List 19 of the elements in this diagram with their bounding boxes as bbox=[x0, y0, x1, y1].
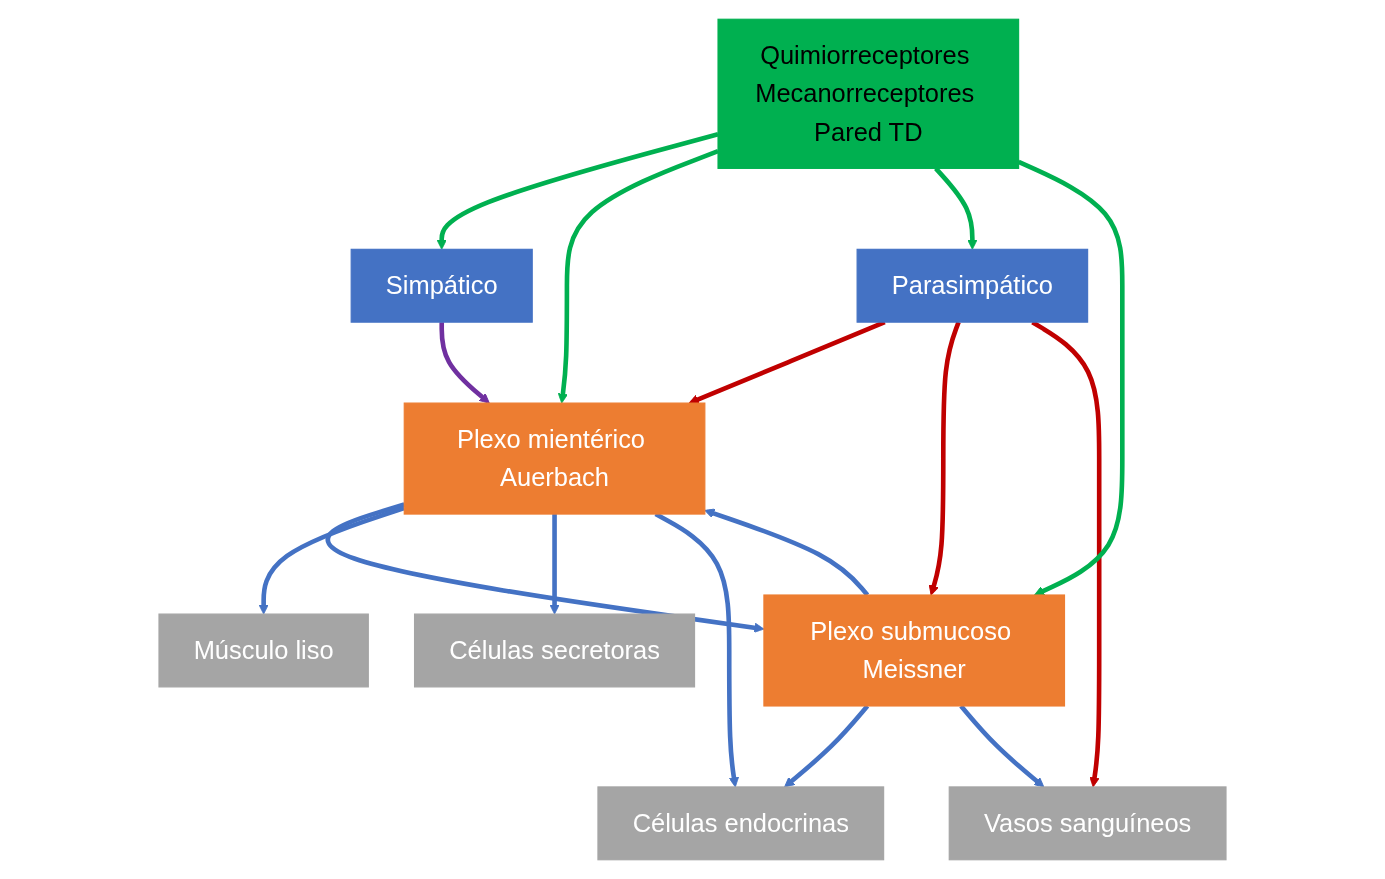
node-box: Células secretoras bbox=[413, 613, 696, 688]
arrow bbox=[959, 704, 1045, 788]
arrow bbox=[258, 505, 405, 615]
arrow bbox=[436, 132, 719, 250]
arrow bbox=[1017, 159, 1125, 596]
arrow bbox=[439, 322, 490, 404]
arrow bbox=[928, 321, 961, 596]
arrow bbox=[704, 508, 870, 597]
arrow bbox=[557, 149, 719, 404]
node-box: Quimiorreceptores Mecanorreceptores Pared TD bbox=[717, 18, 1020, 169]
arrow bbox=[549, 514, 560, 615]
node-box: Músculo liso bbox=[158, 613, 369, 688]
node-box: Vasos sanguíneos bbox=[948, 786, 1227, 861]
node-box: Plexo submucoso Meissner bbox=[763, 594, 1066, 707]
node-box: Plexo mientérico Auerbach bbox=[403, 402, 706, 515]
node-box: Células endocrinas bbox=[597, 786, 885, 861]
node-box: Parasimpático bbox=[856, 248, 1089, 323]
arrow bbox=[784, 704, 870, 788]
node-box: Simpático bbox=[350, 248, 533, 323]
